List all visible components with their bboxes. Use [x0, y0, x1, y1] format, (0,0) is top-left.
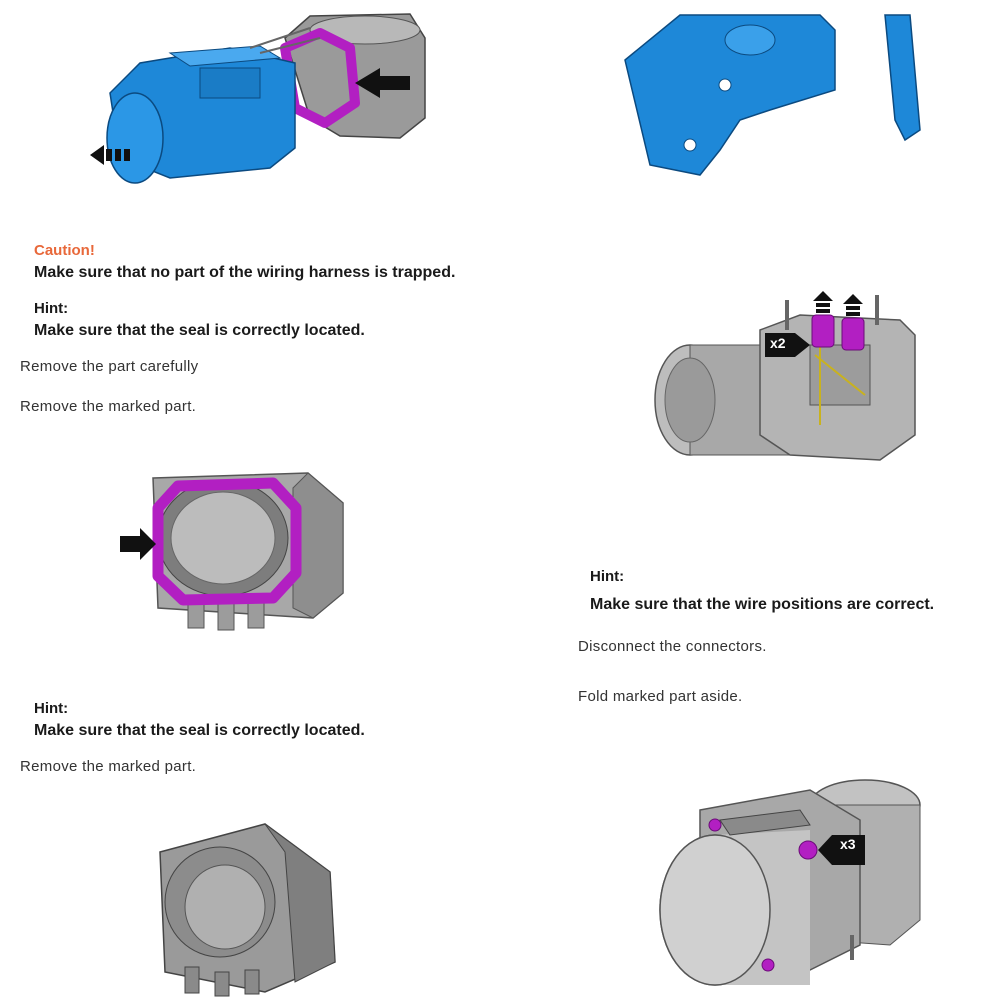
hint-text: Make sure that the wire positions are co… — [590, 596, 935, 613]
hint-label: Hint: — [590, 568, 625, 585]
heater-assembly-blue-icon — [90, 13, 426, 184]
caution-text: Make sure that no part of the wiring har… — [34, 264, 456, 281]
blue-bracket-icon — [624, 14, 921, 176]
step-disconnect-connectors: Disconnect the connectors. — [578, 638, 767, 655]
hint-label: Hint: — [34, 700, 69, 717]
step-remove-marked-part: Remove the marked part. — [20, 398, 197, 415]
hint-label: Hint: — [34, 300, 69, 317]
heater-with-clips-icon — [659, 779, 921, 986]
step-fold-marked-part: Fold marked part aside. — [578, 688, 743, 705]
seal-housing-icon — [120, 472, 344, 631]
callout-x2: x2 — [770, 335, 786, 351]
connector-module-icon — [654, 291, 916, 461]
hint-text: Make sure that the seal is correctly loc… — [34, 722, 365, 739]
housing-without-seal-icon — [159, 823, 336, 997]
hint-text: Make sure that the seal is correctly loc… — [34, 322, 365, 339]
step-remove-carefully: Remove the part carefully — [20, 358, 199, 375]
caution-label: Caution! — [34, 242, 95, 259]
callout-x3: x3 — [840, 836, 856, 852]
step-remove-marked-part: Remove the marked part. — [20, 758, 197, 775]
